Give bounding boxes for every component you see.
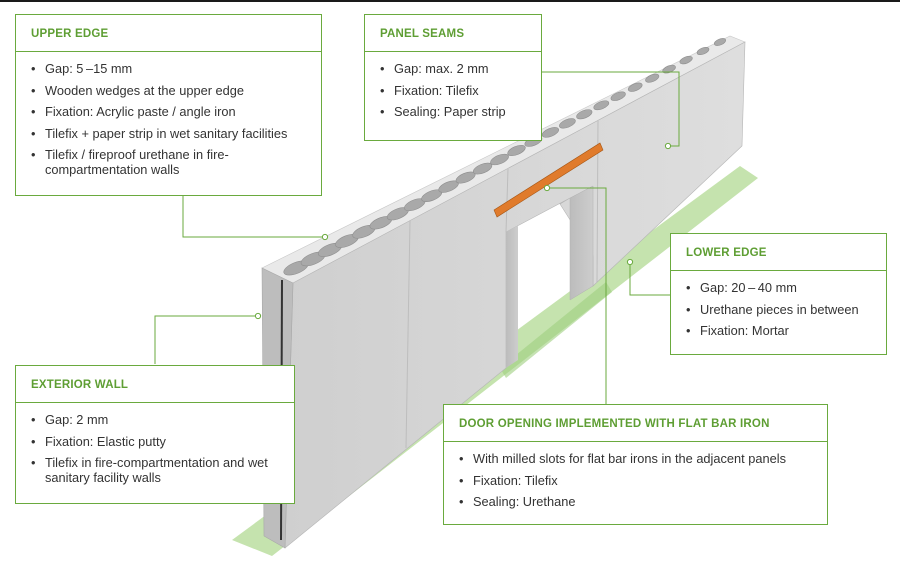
hollow-core — [593, 100, 610, 111]
callout-title: LOWER EDGE — [671, 234, 886, 271]
callout-item: Fixation: Mortar — [686, 323, 874, 338]
flat-bar-iron — [493, 142, 604, 218]
callout-item: Gap: 2 mm — [31, 412, 282, 427]
callout-item: Wooden wedges at the upper edge — [31, 83, 309, 98]
callout-item: Fixation: Acrylic paste / angle iron — [31, 104, 309, 119]
hollow-core — [541, 127, 559, 138]
callout-item: Tilefix / fireproof urethane in fire-com… — [31, 147, 309, 177]
leader-dot — [254, 312, 262, 320]
hollow-core — [645, 73, 660, 83]
leader-dot — [626, 258, 634, 266]
callout-title: UPPER EDGE — [16, 15, 321, 52]
leader-panel-seams — [542, 71, 680, 147]
leader-lower-edge — [629, 262, 670, 296]
leader-door-opening — [547, 187, 607, 404]
callout-item: Fixation: Tilefix — [459, 473, 815, 488]
hollow-core — [627, 82, 643, 92]
leader-dot — [664, 142, 672, 150]
callout-item: Tilefix in fire-compartmentation and wet… — [31, 455, 282, 485]
top-rule — [0, 0, 900, 2]
callout-title: EXTERIOR WALL — [16, 366, 294, 403]
leader-upper-edge — [182, 195, 325, 238]
callout-title: PANEL SEAMS — [365, 15, 541, 52]
callout-item: Sealing: Paper strip — [380, 104, 529, 119]
door-jamb-left — [506, 226, 518, 368]
floor-strip-shade — [500, 282, 612, 378]
callout-item: Gap: 20 – 40 mm — [686, 280, 874, 295]
hollow-core — [610, 91, 626, 101]
leader-dot — [543, 184, 551, 192]
hollow-core — [679, 55, 693, 65]
hollow-core — [472, 162, 493, 175]
leader-dot — [321, 233, 329, 241]
callout-title: DOOR OPENING IMPLEMENTED WITH FLAT BAR I… — [444, 405, 827, 442]
leader-exterior-wall — [154, 315, 258, 364]
callout-door-opening: DOOR OPENING IMPLEMENTED WITH FLAT BAR I… — [443, 404, 828, 525]
callout-item: Fixation: Tilefix — [380, 83, 529, 98]
hollow-cores — [283, 38, 726, 276]
hollow-core — [490, 153, 509, 166]
hollow-core — [507, 144, 526, 157]
callout-item: Urethane pieces in between — [686, 302, 874, 317]
panel-seam — [505, 168, 509, 233]
wall-face — [284, 41, 746, 549]
callout-item: Fixation: Elastic putty — [31, 434, 282, 449]
hollow-core — [714, 38, 726, 46]
door-jamb-right — [569, 185, 594, 301]
callout-item: Gap: 5 –15 mm — [31, 61, 309, 76]
callout-exterior-wall: EXTERIOR WALL Gap: 2 mm Fixation: Elasti… — [15, 365, 295, 504]
callout-item: Sealing: Urethane — [459, 494, 815, 509]
panel-seam — [405, 220, 411, 449]
callout-panel-seams: PANEL SEAMS Gap: max. 2 mm Fixation: Til… — [364, 14, 542, 141]
callout-upper-edge: UPPER EDGE Gap: 5 –15 mm Wooden wedges a… — [15, 14, 322, 196]
hollow-core — [696, 46, 710, 56]
hollow-core — [576, 109, 593, 120]
callout-item: With milled slots for flat bar irons in … — [459, 451, 815, 466]
hollow-core — [559, 118, 576, 129]
callout-lower-edge: LOWER EDGE Gap: 20 – 40 mm Urethane piec… — [670, 233, 887, 355]
callout-item: Gap: max. 2 mm — [380, 61, 529, 76]
callout-item: Tilefix + paper strip in wet sanitary fa… — [31, 126, 309, 141]
